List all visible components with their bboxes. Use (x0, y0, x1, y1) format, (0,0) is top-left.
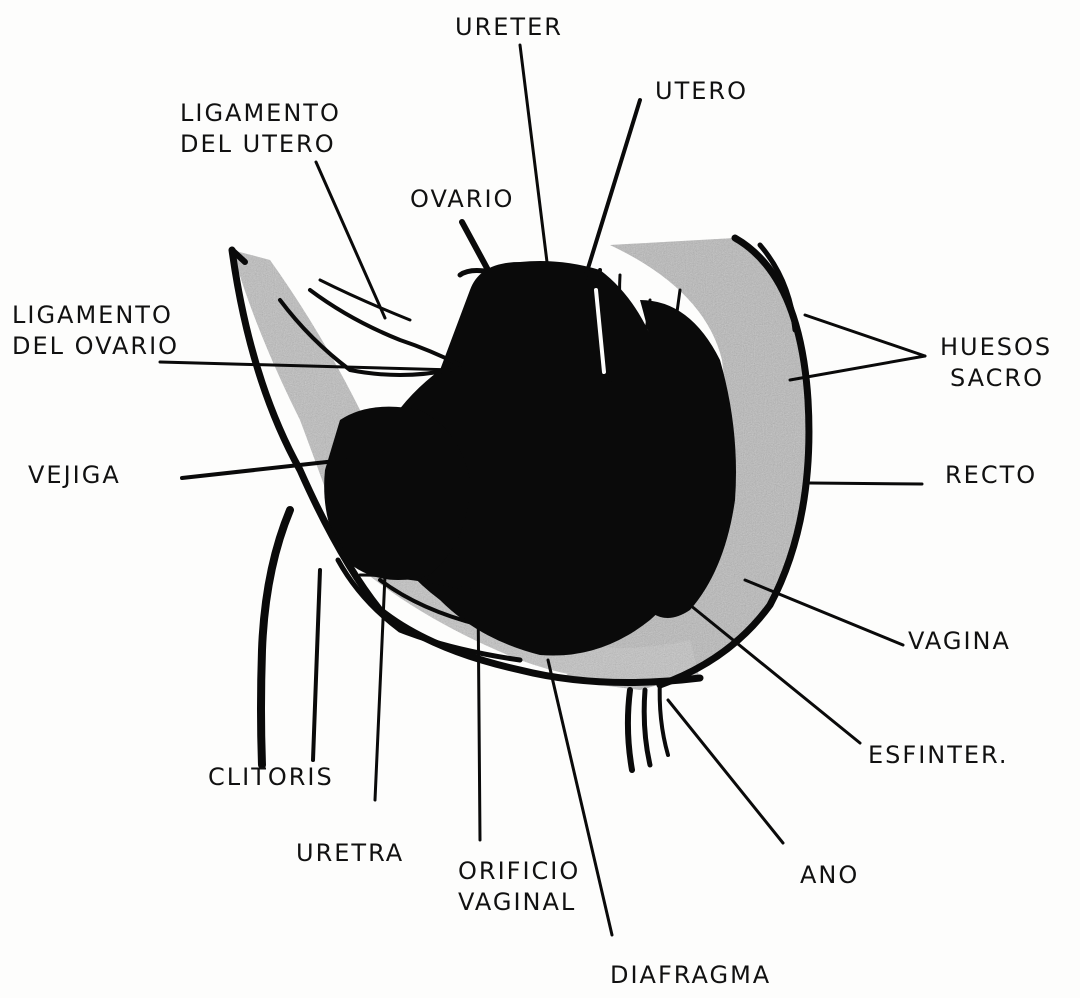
label-vejiga: VEJIGA (28, 460, 121, 491)
label-utero: UTERO (655, 76, 748, 107)
label-uretra-text: URETRA (296, 838, 404, 869)
label-ureter: URETER (455, 12, 563, 43)
label-vagina-text: VAGINA (908, 626, 1011, 657)
label-orificio-vaginal-line2: VAGINAL (458, 887, 580, 918)
label-ligamento-utero-line1: LIGAMENTO (180, 98, 341, 129)
label-huesos-sacro: HUESOS SACRO (940, 332, 1052, 394)
label-ano-text: ANO (800, 860, 859, 891)
label-ligamento-ovario-line1: LIGAMENTO (12, 300, 179, 331)
label-vejiga-text: VEJIGA (28, 460, 121, 491)
label-recto-text: RECTO (945, 460, 1037, 491)
label-diafragma: DIAFRAGMA (610, 960, 771, 991)
label-ligamento-utero-line2: DEL UTERO (180, 129, 341, 160)
label-diafragma-text: DIAFRAGMA (610, 960, 771, 991)
label-huesos-sacro-line1: HUESOS (940, 332, 1052, 363)
label-recto: RECTO (945, 460, 1037, 491)
label-ovario: OVARIO (410, 184, 514, 215)
label-esfinter-text: ESFINTER. (868, 740, 1009, 771)
label-ligamento-ovario-line2: DEL OVARIO (12, 331, 179, 362)
label-ligamento-utero: LIGAMENTO DEL UTERO (180, 98, 341, 160)
label-ovario-text: OVARIO (410, 184, 514, 215)
label-esfinter: ESFINTER. (868, 740, 1009, 771)
label-clitoris: CLITORIS (208, 762, 334, 793)
label-utero-text: UTERO (655, 76, 748, 107)
label-ligamento-ovario: LIGAMENTO DEL OVARIO (12, 300, 179, 362)
label-clitoris-text: CLITORIS (208, 762, 334, 793)
label-orificio-vaginal: ORIFICIO VAGINAL (458, 856, 580, 918)
label-uretra: URETRA (296, 838, 404, 869)
label-ano: ANO (800, 860, 859, 891)
label-orificio-vaginal-line1: ORIFICIO (458, 856, 580, 887)
label-vagina: VAGINA (908, 626, 1011, 657)
label-huesos-sacro-line2: SACRO (940, 363, 1052, 394)
label-ureter-text: URETER (455, 12, 563, 43)
